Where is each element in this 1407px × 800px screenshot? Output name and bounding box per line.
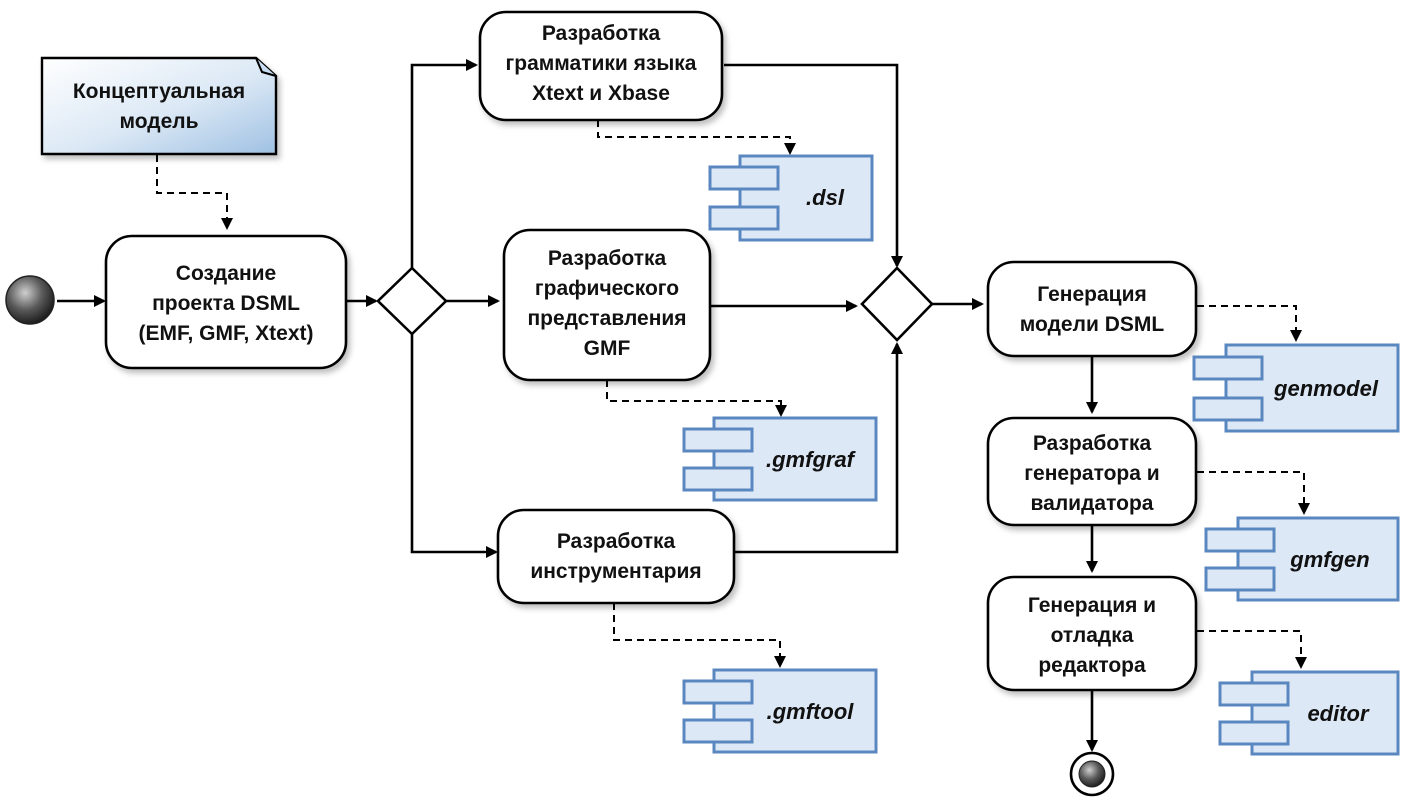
artifact-editor-label: editor (1307, 701, 1370, 726)
grammar-line-1: Разработка (542, 22, 661, 45)
artifact-gmfgraf-label: .gmfgraf (766, 447, 857, 472)
flow-fork-to-tooling (410, 334, 498, 558)
tooling-line-1: Разработка (557, 530, 676, 553)
artifact-gmfgraf: .gmfgraf (682, 416, 878, 502)
dependency-graphic-to-gmfgraf (606, 380, 787, 417)
artifact-genmodel-label: genmodel (1273, 376, 1379, 401)
graphic-line-3: представления (527, 307, 686, 330)
dependency-tooling-to-gmftool (613, 603, 786, 668)
dependency-generator-to-gmfgen (1197, 471, 1310, 515)
initial-node (5, 275, 55, 325)
dependency-genmodel-to-artifact (1197, 305, 1302, 342)
merge-diamond (860, 266, 934, 342)
dependency-lines (156, 120, 1310, 669)
generator-line-1: Разработка (1033, 432, 1152, 455)
flow-tooling-to-merge (735, 342, 903, 554)
editor-gen-line-2: отладка (1051, 624, 1134, 647)
graphic-line-4: GMF (584, 337, 631, 360)
create-project-line-2: проекта DSML (152, 292, 300, 315)
activity-graphic (502, 228, 712, 382)
graphic-line-2: графического (535, 277, 679, 300)
editor-gen-line-3: редактора (1038, 654, 1146, 677)
activity-editor-gen (986, 575, 1198, 692)
final-node (1069, 751, 1115, 797)
generator-line-3: валидатора (1031, 492, 1154, 515)
flow-grammar-to-merge (724, 63, 903, 268)
activity-create-project (104, 234, 348, 370)
activity-grammar (478, 10, 724, 122)
activity-gen-model (986, 260, 1198, 358)
graphic-line-1: Разработка (548, 247, 667, 270)
artifact-gmfgen: gmfgen (1204, 516, 1400, 602)
grammar-line-2: грамматики языка (506, 52, 697, 75)
artifact-dsl-label: .dsl (806, 185, 845, 210)
generator-line-2: генератора и (1024, 462, 1159, 485)
control-flows (57, 59, 1098, 752)
fork-diamond (376, 266, 448, 336)
gen-model-line-2: модели DSML (1020, 313, 1165, 336)
artifact-dsl: .dsl (708, 154, 874, 242)
concept-model-note (40, 56, 278, 156)
gen-model-line-1: Генерация (1037, 283, 1146, 306)
editor-gen-line-1: Генерация и (1028, 594, 1156, 617)
artifact-editor: editor (1218, 670, 1400, 756)
tooling-line-2: инструментария (530, 560, 701, 583)
artifact-gmftool: .gmftool (682, 668, 878, 754)
grammar-line-3: Xtext и Xbase (532, 82, 670, 105)
artifact-gmfgen-label: gmfgen (1289, 547, 1369, 572)
activity-tooling (496, 508, 736, 605)
create-project-line-1: Создание (176, 262, 276, 285)
activity-generator (986, 416, 1198, 527)
dependency-note-to-create (156, 155, 233, 230)
dependency-editor-to-artifact (1197, 630, 1307, 669)
artifact-gmftool-label: .gmftool (767, 699, 855, 724)
create-project-line-3: (EMF, GMF, Xtext) (138, 322, 313, 345)
flow-fork-to-grammar (410, 59, 478, 268)
dependency-grammar-to-dsl (597, 120, 796, 155)
artifact-genmodel: genmodel (1192, 343, 1400, 433)
note-line-1: Концептуальная (73, 80, 245, 103)
note-line-2: модель (119, 110, 198, 133)
